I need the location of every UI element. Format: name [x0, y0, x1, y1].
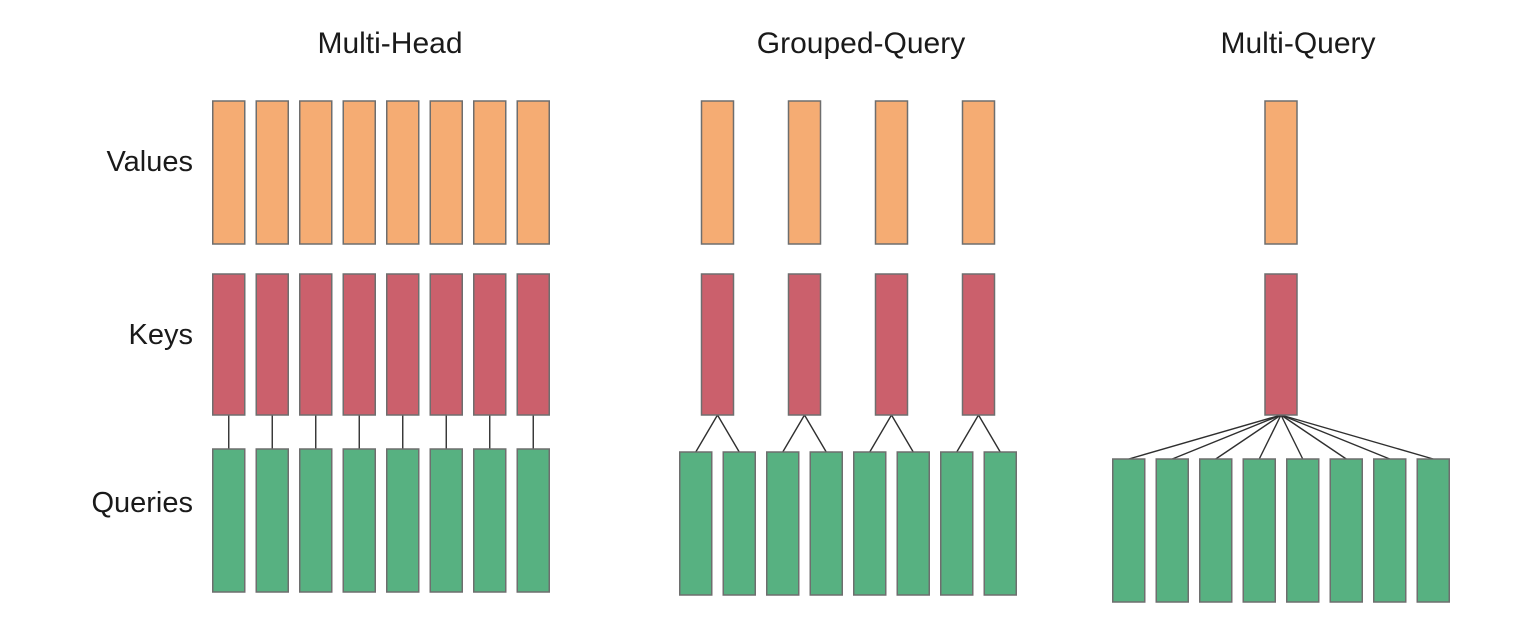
value-bar — [299, 100, 333, 245]
value-bar — [212, 100, 246, 245]
key-query-connector-line — [977, 414, 1001, 453]
query-bar — [429, 448, 463, 593]
key-query-connector-line — [695, 414, 719, 453]
key-query-connector-line — [1280, 414, 1391, 460]
key-query-connector-line — [1258, 414, 1282, 460]
key-query-connector-line — [1280, 414, 1347, 460]
value-bar — [516, 100, 550, 245]
query-bar — [1155, 458, 1189, 603]
query-bar — [1199, 458, 1233, 603]
value-bar — [874, 100, 909, 245]
panel-title-multi-head: Multi-Head — [317, 27, 463, 60]
row-label-keys: Keys — [128, 319, 193, 351]
value-bar — [255, 100, 289, 245]
query-bar — [1373, 458, 1407, 603]
key-query-connector-line — [803, 414, 827, 453]
key-query-connector-line — [1215, 414, 1282, 460]
query-bar — [896, 451, 930, 596]
key-bar — [516, 273, 550, 416]
key-query-connector-line — [1280, 414, 1304, 460]
key-query-connector-line — [716, 414, 740, 453]
query-bar — [342, 448, 376, 593]
key-query-connector-line — [890, 414, 914, 453]
value-bar — [961, 100, 996, 245]
query-bar — [212, 448, 246, 593]
query-bar — [255, 448, 289, 593]
value-bar — [700, 100, 735, 245]
key-bar — [299, 273, 333, 416]
query-bar — [983, 451, 1017, 596]
key-query-connector-line — [1280, 414, 1434, 460]
key-bar — [342, 273, 376, 416]
key-bar — [473, 273, 507, 416]
query-bar — [940, 451, 974, 596]
panel-title-multi-query: Multi-Query — [1220, 27, 1376, 60]
query-bar — [1286, 458, 1320, 603]
value-bar — [1264, 100, 1298, 245]
value-bar — [429, 100, 463, 245]
query-bar — [1112, 458, 1146, 603]
query-bar — [386, 448, 420, 593]
key-bar — [874, 273, 909, 416]
key-bar — [787, 273, 822, 416]
key-bar — [961, 273, 996, 416]
query-bar — [516, 448, 550, 593]
key-query-connector-line — [782, 414, 806, 453]
query-bar — [1329, 458, 1363, 603]
query-bar — [722, 451, 756, 596]
row-label-values: Values — [106, 146, 193, 178]
key-query-connector-line — [956, 414, 980, 453]
key-bar — [1264, 273, 1298, 416]
value-bar — [787, 100, 822, 245]
panel-title-grouped-query: Grouped-Query — [756, 27, 966, 60]
value-bar — [473, 100, 507, 245]
value-bar — [386, 100, 420, 245]
query-bar — [809, 451, 843, 596]
query-bar — [679, 451, 713, 596]
key-query-connector-line — [1171, 414, 1282, 460]
query-bar — [766, 451, 800, 596]
query-bar — [299, 448, 333, 593]
query-bar — [1416, 458, 1450, 603]
row-label-queries: Queries — [91, 487, 193, 519]
key-bar — [255, 273, 289, 416]
value-bar — [342, 100, 376, 245]
key-query-connector-line — [1128, 414, 1282, 460]
key-bar — [212, 273, 246, 416]
query-bar — [853, 451, 887, 596]
query-bar — [473, 448, 507, 593]
key-bar — [386, 273, 420, 416]
key-query-connector-line — [869, 414, 893, 453]
key-bar — [700, 273, 735, 416]
key-bar — [429, 273, 463, 416]
query-bar — [1242, 458, 1276, 603]
